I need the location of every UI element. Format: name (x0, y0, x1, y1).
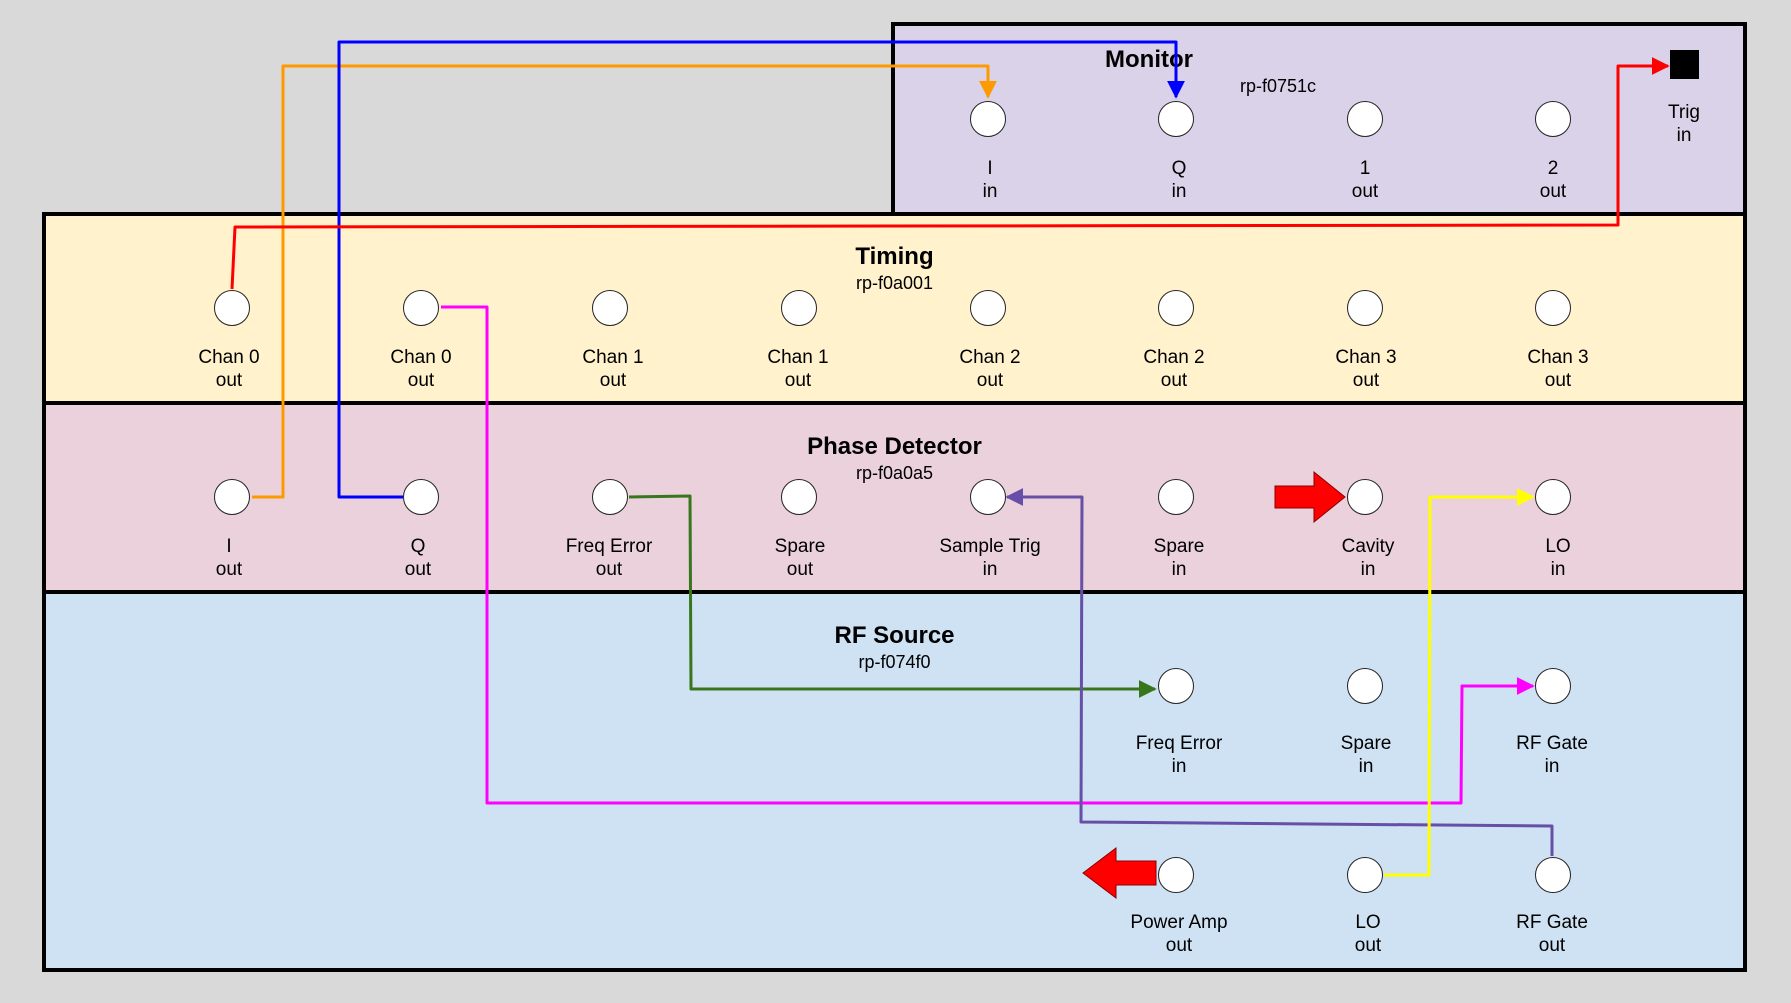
timing-chan1-out-port-b[interactable] (781, 290, 817, 326)
rf-gate-out-port[interactable] (1535, 857, 1571, 893)
timing-chan3-out-port-a[interactable] (1347, 290, 1383, 326)
phase-i-out-port[interactable] (214, 479, 250, 515)
timing-subtitle: rp-f0a001 (855, 273, 934, 293)
monitor-trig-in-port[interactable] (1670, 50, 1699, 79)
phase-spare-in-port[interactable] (1158, 479, 1194, 515)
wire-chan0-out-to-rf-gate-in[interactable] (441, 305, 1535, 805)
timing-chan2-out-port-b[interactable] (1158, 290, 1194, 326)
wire-chan0-out-to-monitor-trig-in[interactable] (230, 57, 1670, 290)
monitor-panel: Monitor rp-f0751c (891, 22, 1747, 216)
timing-chan1-out-port-a[interactable] (592, 290, 628, 326)
rf-source-title: RF Source (834, 622, 955, 649)
rf-source-subtitle: rp-f074f0 (858, 652, 931, 672)
phase-freq-error-out-port[interactable] (592, 479, 628, 515)
monitor-q-in-port[interactable] (1158, 101, 1194, 137)
monitor-title: Monitor (1105, 46, 1193, 73)
phase-q-out-port[interactable] (403, 479, 439, 515)
phase-lo-in-port[interactable] (1535, 479, 1571, 515)
wire-lo-out-to-lo-in[interactable] (1384, 488, 1535, 877)
cavity-input-arrow-icon (1274, 470, 1346, 524)
monitor-2-out-port[interactable] (1535, 101, 1571, 137)
phase-sample-trig-in-port[interactable] (970, 479, 1006, 515)
power-amp-output-arrow-icon (1082, 846, 1157, 900)
wire-freq-error-out-to-freq-error-in[interactable] (628, 494, 1157, 698)
timing-panel: Timing rp-f0a001 (42, 212, 1747, 405)
phase-detector-title: Phase Detector (807, 433, 982, 460)
wire-q-out-to-monitor-q-in[interactable] (337, 40, 1185, 499)
phase-detector-subtitle: rp-f0a0a5 (855, 463, 934, 483)
monitor-subtitle: rp-f0751c (1240, 76, 1317, 96)
monitor-i-in-port[interactable] (970, 101, 1006, 137)
rf-freq-error-in-port[interactable] (1158, 668, 1194, 704)
rf-source-panel: RF Source rp-f074f0 (42, 590, 1747, 972)
timing-chan2-out-port-a[interactable] (970, 290, 1006, 326)
rf-gate-in-port[interactable] (1535, 668, 1571, 704)
timing-chan0-out-port-b[interactable] (403, 290, 439, 326)
timing-title: Timing (855, 243, 934, 270)
phase-spare-out-port[interactable] (781, 479, 817, 515)
wire-i-out-to-monitor-i-in[interactable] (252, 64, 997, 499)
rf-lo-out-port[interactable] (1347, 857, 1383, 893)
timing-chan0-out-port-a[interactable] (214, 290, 250, 326)
rf-spare-in-port[interactable] (1347, 668, 1383, 704)
wire-rf-gate-out-to-sample-trig-in[interactable] (1005, 488, 1554, 856)
timing-chan3-out-port-b[interactable] (1535, 290, 1571, 326)
monitor-1-out-port[interactable] (1347, 101, 1383, 137)
phase-cavity-in-port[interactable] (1347, 479, 1383, 515)
rf-power-amp-out-port[interactable] (1158, 857, 1194, 893)
